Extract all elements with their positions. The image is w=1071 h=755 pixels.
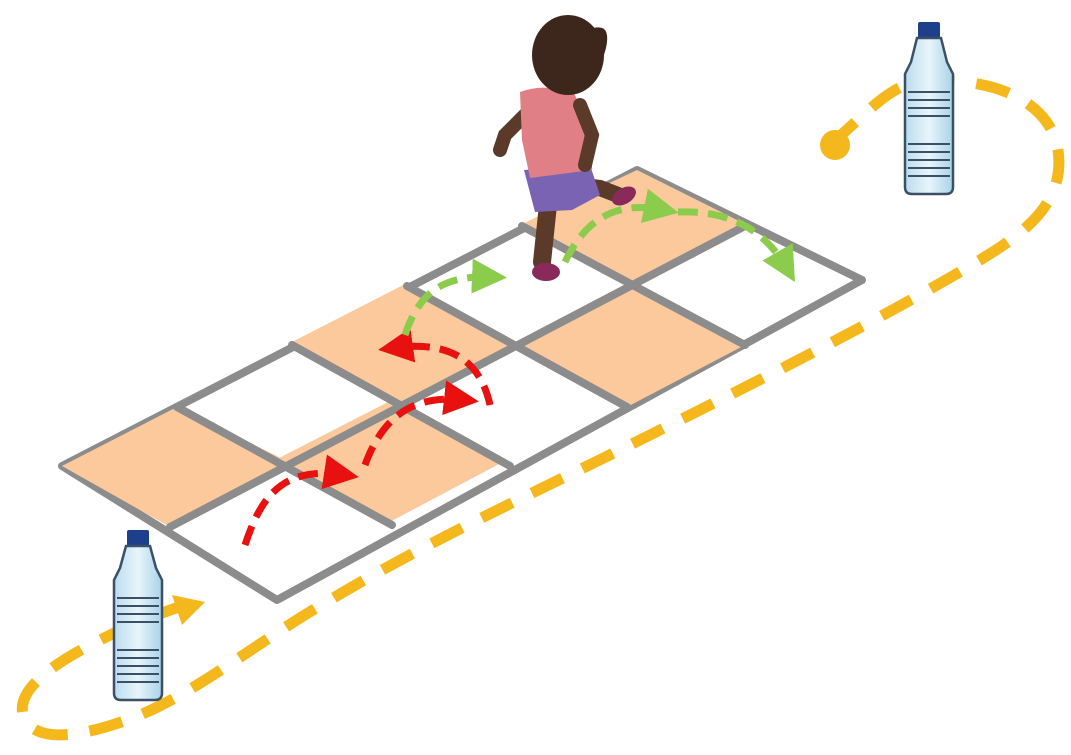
path-dashes (17, 75, 1065, 741)
grid-crossline (288, 341, 514, 470)
path-end-arrowhead (172, 595, 205, 625)
grid-crossline (518, 222, 749, 349)
girl-shoe (612, 186, 636, 206)
girl-shirt (520, 87, 592, 178)
red-hop-arrows (241, 327, 494, 547)
grid-midline (166, 221, 751, 531)
red-hop-arrow (361, 380, 479, 467)
running-path (17, 75, 1065, 741)
path-start-dot (820, 130, 850, 160)
bottle-cap (918, 22, 940, 38)
bottle-cap (127, 530, 149, 546)
water-bottle-icon (112, 530, 164, 702)
bottle-ridges (117, 597, 159, 683)
green-hop-arrows (401, 188, 795, 337)
green-hop-arrow (401, 258, 507, 337)
running-girl-icon (493, 15, 636, 281)
girl-leg-back (533, 196, 557, 271)
girl-shoe (532, 263, 560, 281)
red-hop-arrow (378, 327, 494, 406)
green-hop-arrow (561, 188, 679, 264)
girl-shorts (524, 165, 600, 212)
girl-ponytail (585, 27, 608, 78)
grid-lines (166, 221, 751, 531)
green-hop-arrow (677, 208, 795, 283)
grid-crossline (403, 282, 631, 411)
bottle-ridges (908, 91, 950, 177)
girl-arm-front (573, 98, 600, 172)
grid-crossline (173, 403, 396, 529)
water-bottle-icon (903, 22, 955, 196)
girl-arm-back (493, 108, 532, 157)
red-hop-arrow (241, 454, 359, 547)
